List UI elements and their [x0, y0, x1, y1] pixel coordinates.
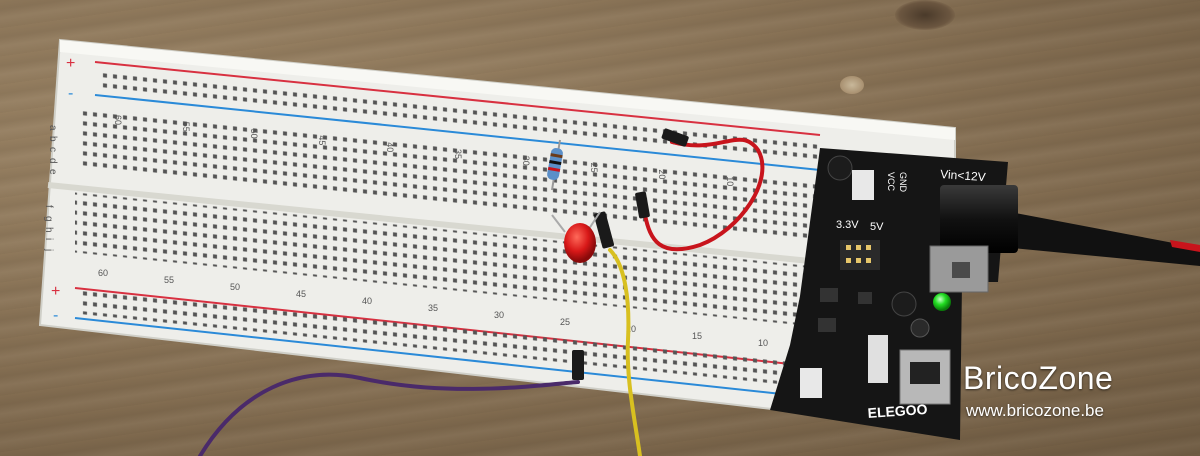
row-letter: d	[47, 158, 58, 164]
column-number: 50	[249, 129, 259, 139]
column-number: 40	[362, 296, 372, 306]
column-number: 20	[657, 169, 667, 179]
column-number: 30	[494, 310, 504, 320]
vcc-label: VCC	[886, 172, 896, 192]
column-number: 45	[296, 289, 306, 299]
column-number: 45	[317, 135, 327, 145]
row-letter: e	[47, 169, 58, 175]
row-letter: b	[47, 136, 58, 142]
top-plus-sign: +	[66, 55, 75, 72]
red-wire-pin-bottom	[635, 191, 650, 219]
capacitor	[827, 155, 853, 181]
top-terminal-holes	[80, 110, 820, 245]
column-number: 35	[453, 149, 463, 159]
column-number: 35	[428, 303, 438, 313]
bottom-terminal-holes	[75, 192, 815, 327]
right-voltage-label: 5V	[870, 221, 884, 233]
input-voltage-label: Vin<12V	[940, 167, 986, 184]
bottom-minus-sign: -	[53, 307, 58, 324]
red-jumper-wire	[643, 137, 765, 252]
top-rail-holes	[100, 68, 820, 165]
voltage-regulator	[858, 292, 872, 304]
column-numbers: 60 55 50 45 40 35 30 25 20 10 60 55 50 45 40 35 30 25 20 15…	[98, 115, 768, 348]
wood-knot-small	[840, 76, 864, 94]
column-number: 50	[230, 282, 240, 292]
watermark-url: www.bricozone.be	[966, 401, 1104, 420]
column-number: 25	[589, 163, 599, 173]
voltage-jumper-header	[840, 240, 880, 270]
column-number: 60	[98, 268, 108, 278]
voltage-regulator	[818, 318, 836, 332]
capacitor	[910, 318, 930, 338]
row-letter: h	[43, 227, 54, 233]
bottom-rail-holes	[80, 290, 800, 387]
column-number: 60	[113, 115, 123, 125]
purple-jumper-wire	[198, 372, 580, 456]
left-voltage-label: 3.3V	[836, 219, 859, 231]
module-brand-label: ELEGOO	[867, 401, 928, 421]
column-number: 10	[725, 176, 735, 186]
column-number: 15	[692, 331, 702, 341]
column-number: 55	[181, 122, 191, 132]
dc-power-cable	[1010, 212, 1200, 266]
column-number: 30	[521, 156, 531, 166]
row-letter: c	[47, 147, 58, 152]
bottom-rail-blue-line	[74, 317, 801, 397]
row-letter: g	[43, 216, 54, 222]
dc-barrel-jack	[940, 185, 1018, 253]
row-letter: f	[43, 205, 54, 208]
bottom-output-pins	[800, 368, 822, 398]
yellow-wire-pin	[593, 211, 615, 249]
bottom-plus-sign: +	[51, 283, 60, 300]
column-number: 10	[758, 338, 768, 348]
red-led	[551, 211, 601, 263]
purple-wire-pin	[572, 350, 584, 380]
top-output-pins	[852, 170, 874, 200]
power-indicator-led	[933, 293, 951, 311]
breadboard-power-module: Vin<12V 3.3V 5V VCC GND ELEGOO	[770, 148, 1018, 440]
top-rail-blue-line	[94, 94, 821, 171]
resistor	[547, 139, 563, 191]
watermark-brand: BricoZone	[963, 360, 1114, 396]
top-minus-sign: -	[68, 85, 73, 102]
row-letter: a	[47, 125, 58, 131]
yellow-jumper-wire	[608, 248, 642, 456]
red-wire-pin-top	[661, 128, 689, 147]
capacitor	[891, 291, 917, 317]
column-number: 25	[560, 317, 570, 327]
row-letters: abc de f gh i j	[43, 125, 58, 251]
column-number: 20	[626, 324, 636, 334]
column-number: 40	[385, 142, 395, 152]
side-header-pins	[868, 335, 888, 383]
wood-knot	[895, 0, 955, 30]
column-number: 55	[164, 275, 174, 285]
row-letter: i	[43, 238, 54, 240]
row-letter: j	[43, 248, 54, 251]
voltage-regulator	[820, 288, 838, 302]
gnd-label: GND	[898, 172, 908, 193]
top-rail-red-line	[94, 61, 821, 136]
